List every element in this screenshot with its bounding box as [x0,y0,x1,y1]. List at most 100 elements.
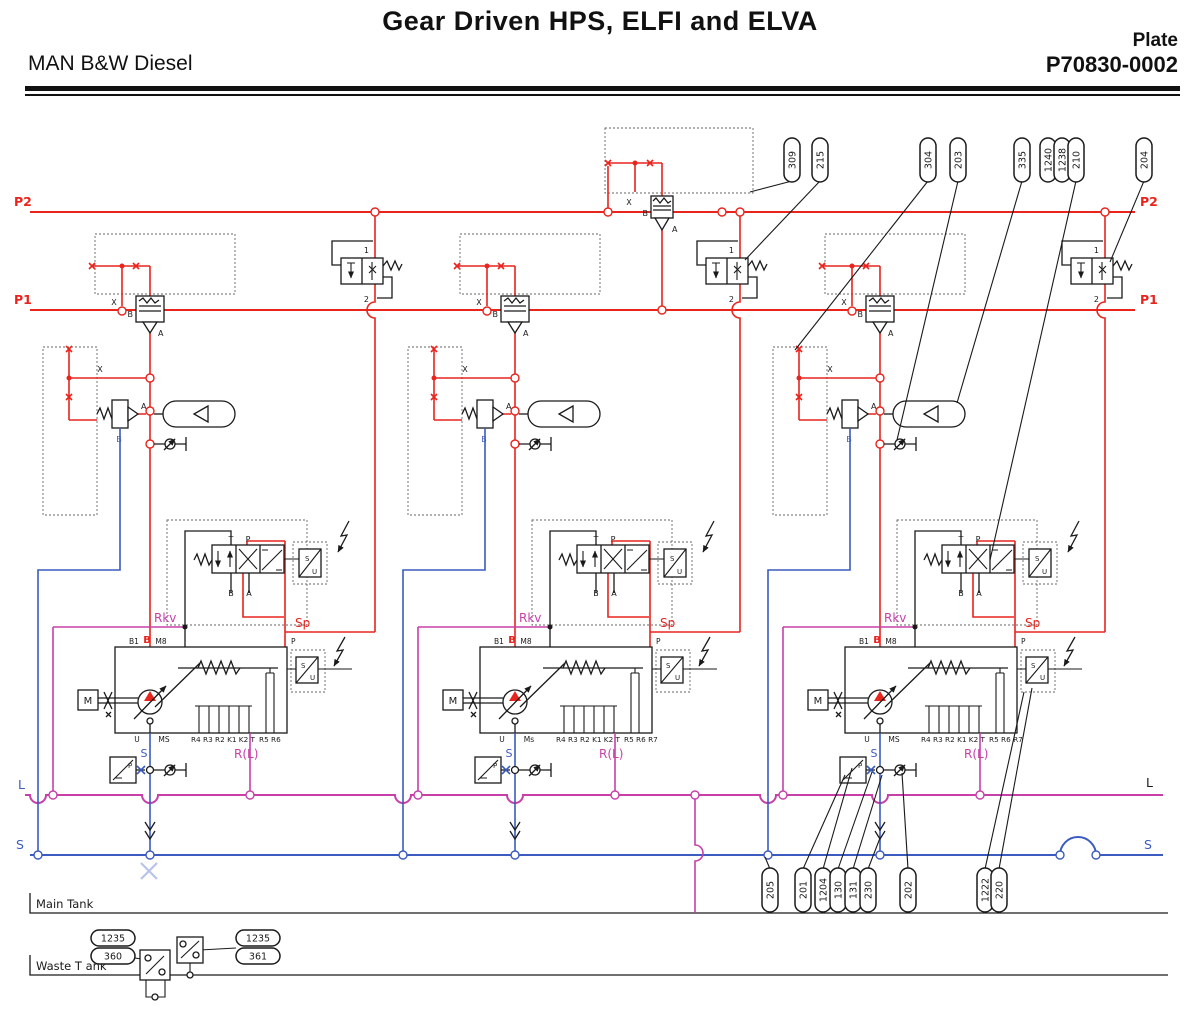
port-label-b1: B1 [859,637,869,646]
solenoid-dashed-box [655,649,691,693]
blocked-center-icon [968,548,988,570]
solenoid-s: S [305,555,310,563]
l-bus-ring [975,790,985,800]
rkv-piping [417,626,550,792]
drain-port [876,717,884,725]
red-connection-ring [145,439,155,449]
callout-waste-1a [235,929,281,947]
blocked-center-icon [603,548,623,570]
aux-ports [630,668,640,733]
switch-lever-icon [180,940,200,959]
switch-drain-circle [186,971,194,979]
s-label-left: S [16,837,24,852]
p2-connection-ring [603,207,613,217]
port-label-u: U [864,735,870,744]
switch-contact-icon [158,968,166,976]
sp-label: Sp [295,616,310,630]
swash-arrow [863,685,897,720]
pump-station-3: X B A X A B [763,233,1105,860]
callout-bottom-8-label: 220 [995,881,1006,899]
callout-top-4-leader [956,180,1023,404]
solenoid-slash-icon [649,548,687,578]
electric-signal-icon [337,520,350,553]
red-connection-ring [145,406,155,416]
callout-waste-0b [90,947,136,965]
electric-signal-icon [702,520,715,553]
r-ports-main-label: R4 R3 R2 K1 K2 T [921,735,986,744]
check-valve-arrow [163,438,176,451]
rkv-label: Rkv [519,611,541,625]
junction-dot [547,624,553,630]
callout-bottom-6 [899,867,917,913]
rkv-piping [782,626,915,792]
port-label-ms: Ms [524,735,534,744]
callout-top-0 [783,137,801,183]
blue-x-mark [501,765,511,775]
junction-dot [182,624,188,630]
port-label-b: B [643,209,649,218]
red-connection-ring [145,373,155,383]
accumulator-diaphragm-icon [557,404,574,424]
solenoid-slash-icon [1014,548,1052,578]
rkv-piping [52,626,185,792]
red-piping [68,265,375,647]
pressure-switch-slash [477,759,499,781]
sequence-valve-3: 1 2 [1061,207,1133,632]
deleted-x-mark [140,862,158,880]
p2-connection-ring [717,207,727,217]
electric-signal-icon [698,636,711,667]
callout-waste-0b-label: 360 [104,952,122,963]
rod-spring-icon [927,659,971,676]
port-label-a: A [871,402,877,411]
solenoid-dashed-box [657,541,693,585]
port-label-m8: M8 [155,637,166,646]
pump-block [844,646,1018,734]
aux-ports [265,668,275,733]
pressure-switch-slash [112,759,134,781]
valve-cone-icon [127,405,140,423]
r-ports-main-label: R4 R3 R2 K1 K2 T [191,735,256,744]
red-junction-dot [119,263,125,269]
callout-top-7-leader [989,180,1077,561]
callout-bottom-1-label: 201 [799,881,810,899]
down-arrow-valve-icon [509,821,521,841]
port-label-p-pump: P [1021,637,1026,646]
s-label-right: S [1144,837,1152,852]
pilot-label-x: X [626,198,632,207]
pilot-elbows [1061,240,1123,299]
red-piping [433,265,740,647]
port-label-2: 2 [729,295,734,304]
plate-label: Plate [1132,30,1178,51]
port-label-b-red: B [508,635,516,646]
junction-circle [875,765,885,775]
callout-top-2-label: 304 [924,151,935,169]
port-label-1: 1 [364,246,369,255]
l-bus-ring [690,790,700,800]
solenoid-s: S [301,662,306,670]
solenoid-s: S [670,555,675,563]
sequence-valve-1: 1 2 [331,207,403,632]
black-piping [914,530,980,647]
check-valve-arrow [163,764,176,777]
port-label-a: A [672,225,678,234]
rod-spring-icon [197,659,241,676]
port-label-t: T [958,535,964,544]
motor-box [77,689,99,711]
port-comb [560,705,617,733]
solenoid-dashed-box [1022,541,1058,585]
solenoid-slash-icon [652,656,717,684]
shaft-coupling-icon [828,691,868,718]
sp-label: Sp [1025,616,1040,630]
valve-spring-icon [138,296,161,312]
pump-station-2: X B A X A B [398,233,740,860]
red-connection-ring [875,406,885,416]
red-drop-piping [366,212,376,632]
red-junction-dot [484,263,490,269]
port-label-x: X [476,298,482,307]
port-label-x: X [841,298,847,307]
flow-diagonal [626,549,648,571]
port-label-a: A [523,329,529,338]
solenoid-u: U [310,674,315,682]
p1-label-left: P1 [14,292,32,307]
red-drop-piping [1096,212,1106,632]
